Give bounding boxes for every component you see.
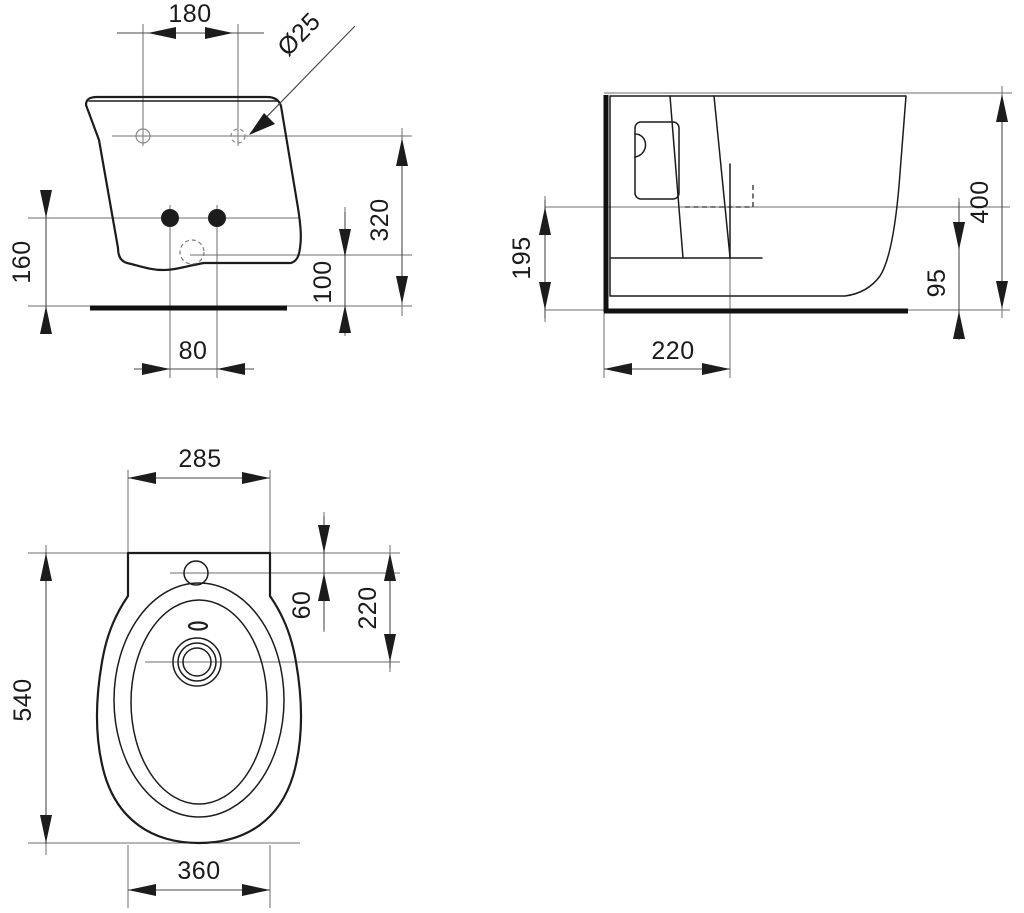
dim-label-220-plan: 220 [354,586,382,629]
side-view-body-outline [609,95,907,297]
dim-plan-540: 540 [9,552,52,844]
side-view-panel-line-2 [713,95,731,258]
dim-front-160: 160 [8,190,52,334]
dim-label-100: 100 [309,260,337,303]
dim-side-95: 95 [923,202,965,339]
front-view-fixing-hole-right [228,126,248,146]
dim-plan-60: 60 [288,516,330,630]
dim-plan-360: 360 [128,857,270,896]
dim-label-180: 180 [168,0,211,28]
dim-label-540: 540 [9,678,37,721]
plan-view-tap-hole [183,560,209,586]
side-view: 400 95 195 220 [508,86,1012,378]
plan-view-bowl-inner [130,599,268,805]
front-view-bolt-right [208,209,226,227]
dim-side-195: 195 [508,200,551,318]
dim-plan-220: 220 [354,553,396,668]
dim-side-400: 400 [966,94,1008,309]
dim-label-195: 195 [508,236,536,279]
dim-label-320: 320 [366,198,394,241]
dim-label-60: 60 [288,591,316,620]
dim-label-160: 160 [8,240,36,283]
dim-label-80: 80 [179,337,208,365]
plan-view-overflow-slot [187,621,209,631]
side-view-panel-line-1 [669,95,684,259]
front-view-body-outline [84,95,302,272]
plan-view-drain [172,637,222,687]
dim-label-285: 285 [178,445,221,473]
dim-front-diameter-25: Ø25 [249,7,356,135]
plan-view: 285 540 220 60 360 [9,445,400,908]
front-view-outlet-hidden [179,239,205,265]
dim-label-400: 400 [966,180,994,223]
dim-front-100: 100 [309,212,351,334]
plan-view-body-outline [95,551,303,845]
dim-label-220-side: 220 [651,337,694,365]
plan-view-bowl-outer [113,582,285,818]
dim-plan-285: 285 [128,445,270,484]
side-view-bracket-detail [634,121,680,200]
dim-label-d25: Ø25 [272,7,326,62]
dim-side-220: 220 [604,337,730,375]
front-view: 180 Ø25 320 100 160 [8,0,412,378]
dim-label-360: 360 [177,857,220,885]
front-view-bolt-left [161,209,179,227]
dim-front-80: 80 [134,337,254,375]
dim-front-320: 320 [366,138,408,304]
dim-label-95: 95 [923,269,951,298]
dim-front-180: 180 [117,0,264,39]
side-view-reference-lines [544,86,1012,378]
side-view-hidden-outline [685,185,754,208]
front-view-reference-lines [28,24,412,378]
front-view-fixing-hole-left [133,126,153,146]
